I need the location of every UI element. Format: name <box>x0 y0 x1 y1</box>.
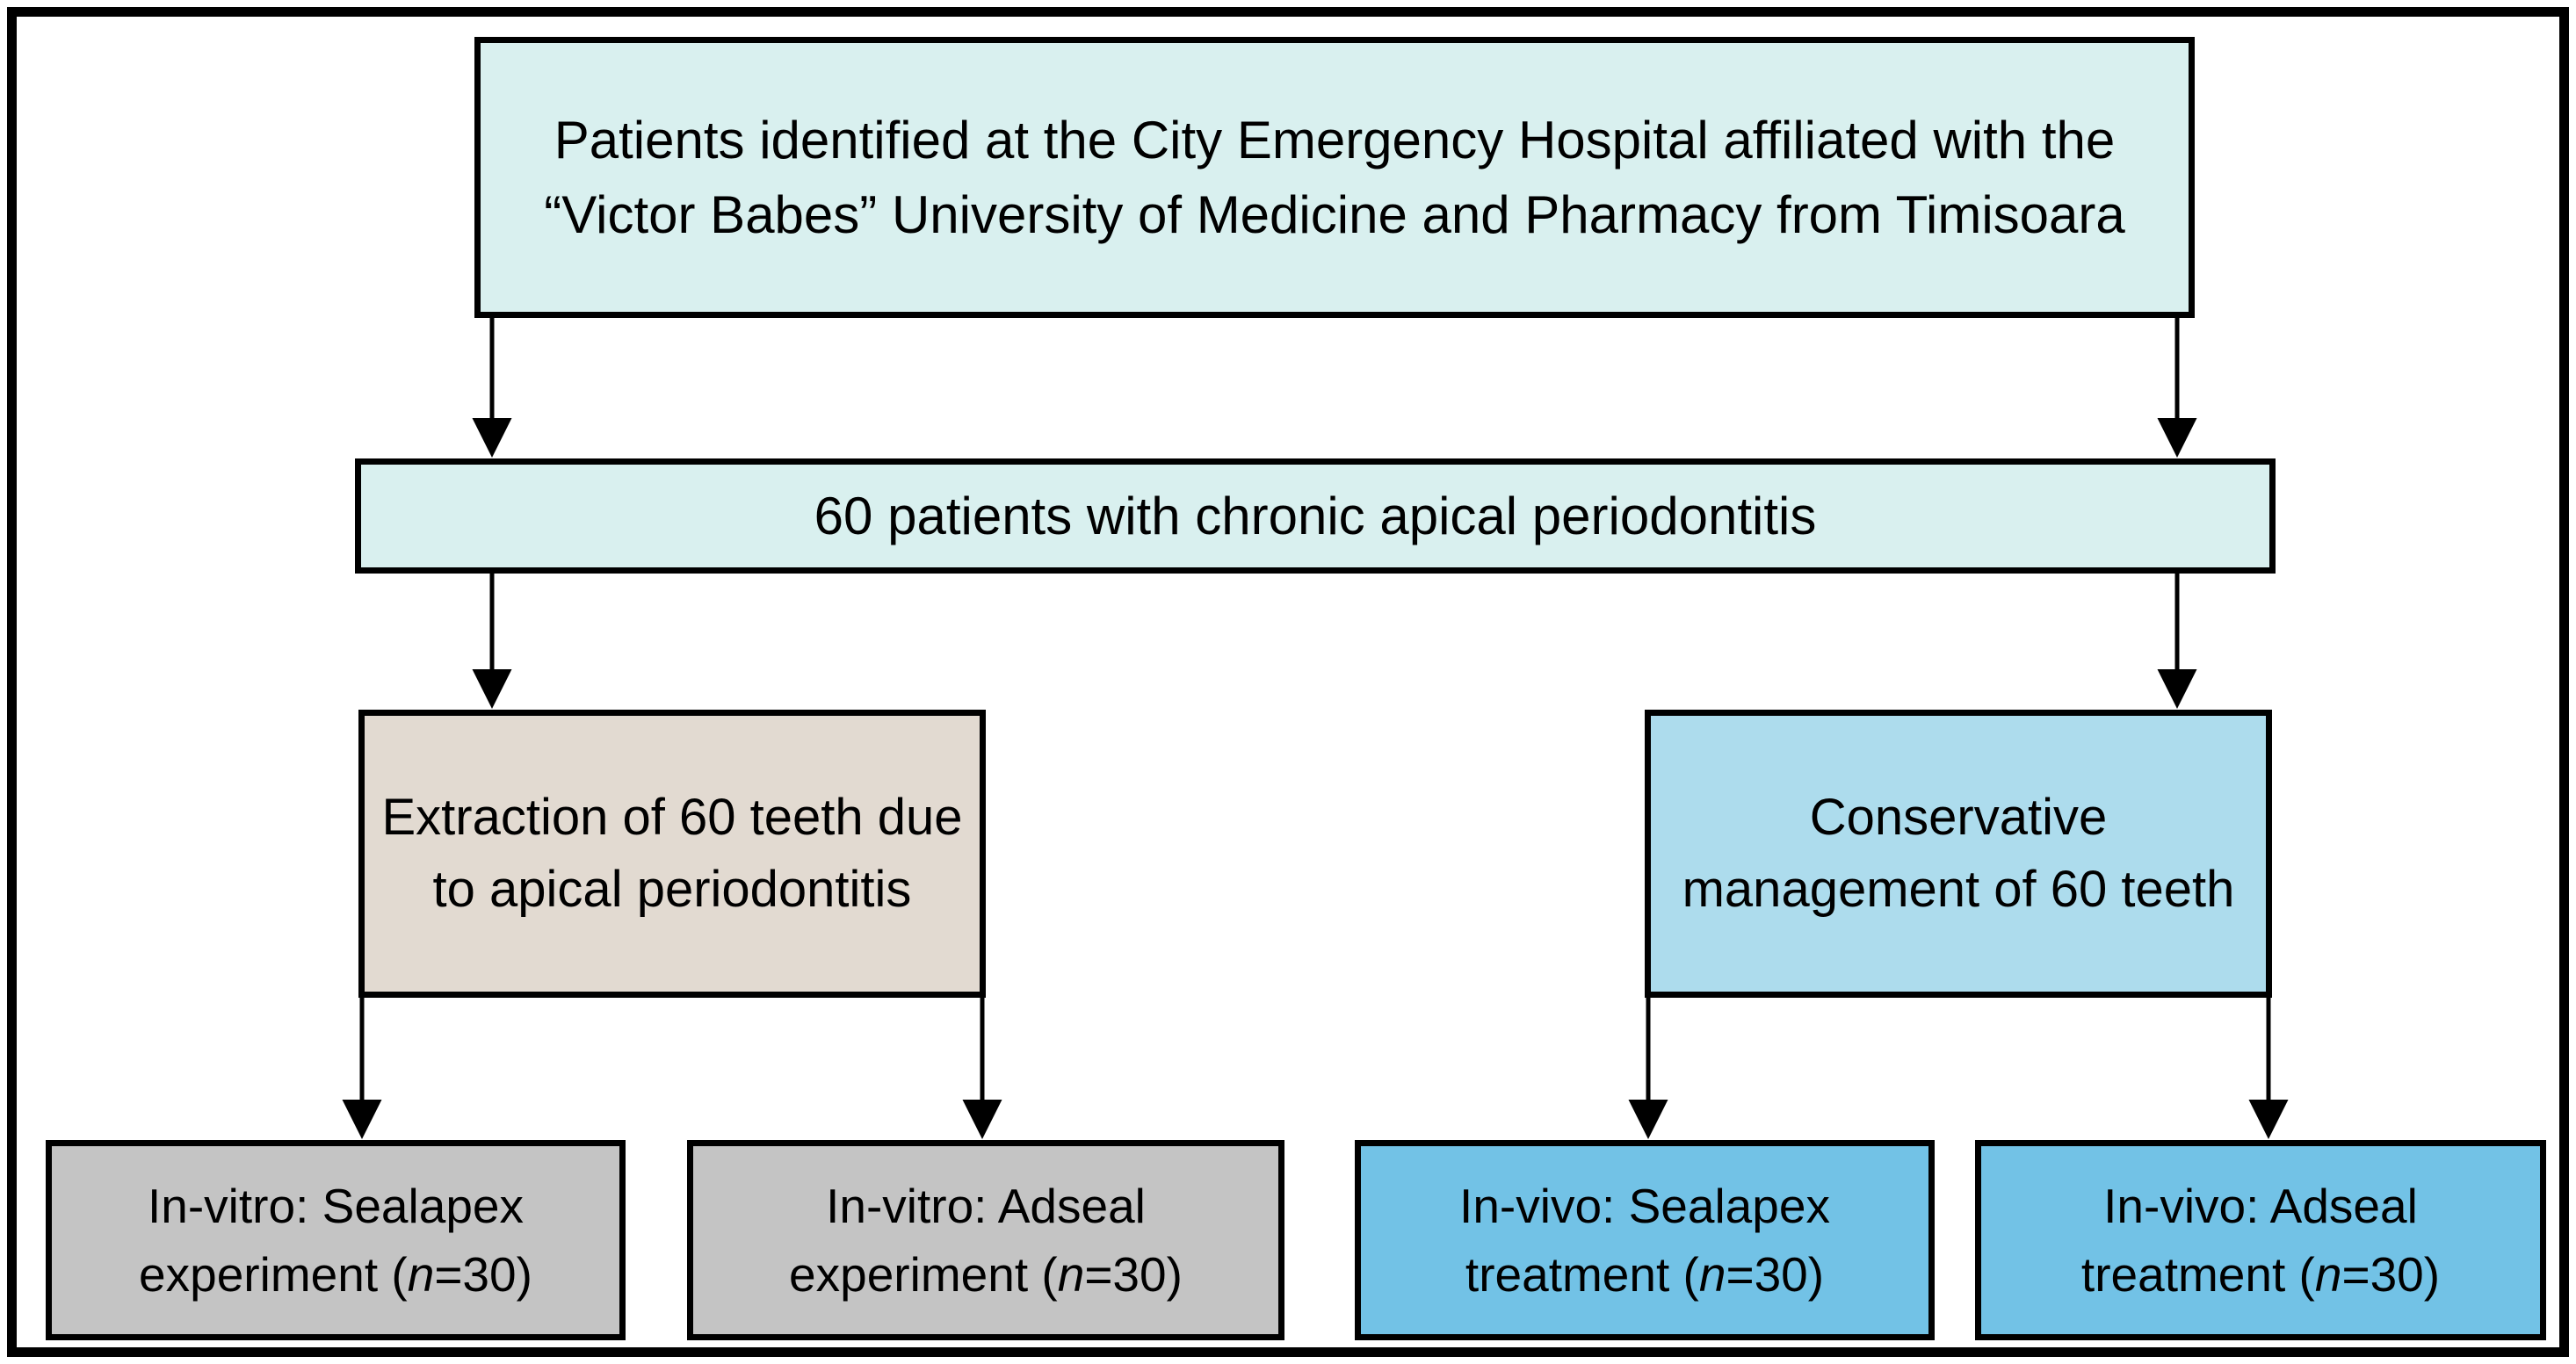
node-extraction-of-teeth: Extraction of 60 teeth due to apical per… <box>358 710 986 998</box>
n-italic: n <box>1698 1247 1726 1302</box>
node-invivo-adseal-label: In-vivo: Adseal treatment (n=30) <box>1997 1172 2524 1309</box>
node-source-label: Patients identified at the City Emergenc… <box>544 110 2125 244</box>
n-italic: n <box>2314 1247 2342 1302</box>
node-cohort-label: 60 patients with chronic apical periodon… <box>814 486 1817 545</box>
text-after: =30) <box>1084 1247 1183 1302</box>
node-60-patients-cohort: 60 patients with chronic apical periodon… <box>355 458 2276 574</box>
node-invitro-adseal-label: In-vitro: Adseal experiment (n=30) <box>709 1172 1263 1309</box>
n-italic: n <box>407 1247 435 1302</box>
text-before: In-vitro: Adseal experiment ( <box>789 1178 1146 1302</box>
node-invivo-sealapex-label: In-vivo: Sealapex treatment (n=30) <box>1377 1172 1913 1309</box>
text-before: In-vitro: Sealapex experiment ( <box>139 1178 524 1302</box>
n-italic: n <box>1057 1247 1085 1302</box>
node-conservative-management: Conservative management of 60 teeth <box>1645 710 2272 998</box>
text-before: In-vivo: Adseal treatment ( <box>2080 1178 2418 1302</box>
node-invitro-adseal-experiment: In-vitro: Adseal experiment (n=30) <box>687 1140 1284 1340</box>
node-conservative-label: Conservative management of 60 teeth <box>1682 788 2235 918</box>
node-patients-identified: Patients identified at the City Emergenc… <box>474 37 2195 318</box>
text-before: In-vivo: Sealapex treatment ( <box>1459 1178 1830 1302</box>
node-invitro-sealapex-label: In-vitro: Sealapex experiment (n=30) <box>68 1172 604 1309</box>
text-after: =30) <box>1726 1247 1825 1302</box>
node-extraction-label: Extraction of 60 teeth due to apical per… <box>381 788 963 918</box>
text-after: =30) <box>434 1247 532 1302</box>
node-invitro-sealapex-experiment: In-vitro: Sealapex experiment (n=30) <box>46 1140 626 1340</box>
node-invivo-sealapex-treatment: In-vivo: Sealapex treatment (n=30) <box>1355 1140 1935 1340</box>
node-invivo-adseal-treatment: In-vivo: Adseal treatment (n=30) <box>1975 1140 2546 1340</box>
text-after: =30) <box>2341 1247 2441 1302</box>
